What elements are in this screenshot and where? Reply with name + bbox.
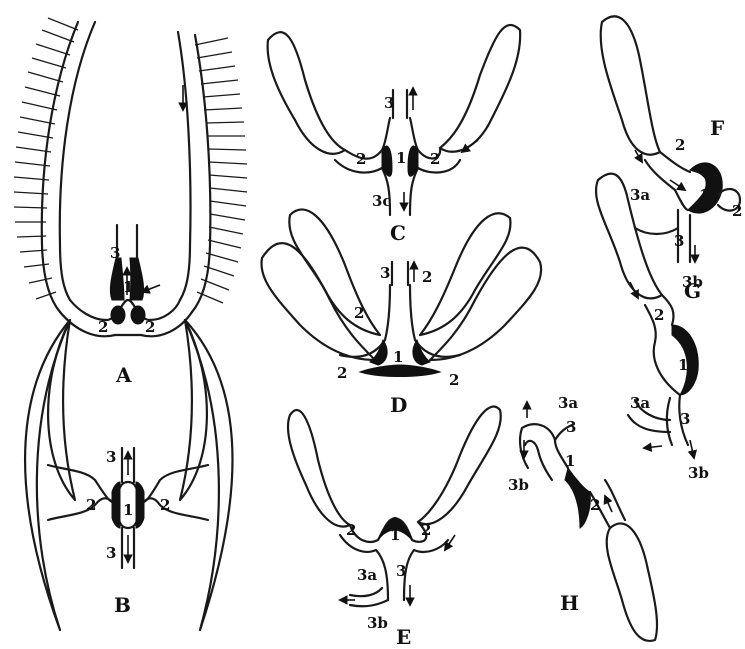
fig-h-label-3a: 3a [558, 394, 578, 412]
fig-b-label-2-right: 2 [160, 496, 170, 514]
fig-g-caption: G [684, 279, 701, 303]
fig-c-label-3c: 3c [372, 192, 392, 210]
fig-f-label-1: 1 [699, 186, 709, 204]
fig-c-caption: C [390, 221, 406, 245]
fig-c-label-1: 1 [396, 149, 406, 167]
fig-b-label-3-bottom: 3 [106, 544, 116, 562]
fig-h-label-3: 3 [566, 418, 576, 436]
fig-h-label-2: 2 [590, 496, 600, 514]
fig-f-label-2-upper: 2 [675, 136, 685, 154]
fig-c-label-3: 3 [384, 94, 394, 112]
fig-b-caption: B [114, 593, 131, 617]
figure-h [520, 402, 657, 641]
fig-g-label-1: 1 [678, 356, 688, 374]
fig-d-label-1: 1 [393, 348, 403, 366]
fig-c-label-2-right: 2 [430, 150, 440, 168]
fig-a-caption: A [115, 363, 132, 387]
fig-d-label-2-upper-left: 2 [354, 304, 364, 322]
fig-g-label-3: 3 [680, 410, 690, 428]
fig-a-label-1: 1 [123, 278, 133, 296]
fig-e-label-2-right: 2 [421, 521, 431, 539]
fig-f-label-3: 3 [674, 232, 684, 250]
fig-a-label-2-right: 2 [145, 318, 155, 336]
fig-d-label-2-lower-left: 2 [337, 364, 347, 382]
fig-f-caption: F [710, 116, 724, 140]
fig-e-label-1: 1 [390, 526, 400, 544]
fig-h-label-3b: 3b [508, 476, 529, 494]
fig-g-label-2: 2 [654, 306, 664, 324]
fig-d-label-3: 3 [380, 264, 390, 282]
fig-b-label-1: 1 [123, 501, 133, 519]
fig-f-label-3a: 3a [630, 186, 650, 204]
fig-b-label-2-left: 2 [86, 496, 96, 514]
fig-a-label-2-left: 2 [98, 318, 108, 336]
fig-c-label-2-left: 2 [356, 150, 366, 168]
fig-e-label-2-left: 2 [346, 521, 356, 539]
fig-d-caption: D [390, 393, 407, 417]
fig-h-caption: H [560, 591, 579, 615]
fig-e-label-3a: 3a [357, 566, 377, 584]
fig-g-label-3a: 3a [630, 394, 650, 412]
figure-c [268, 25, 521, 215]
fig-g-label-3b: 3b [688, 464, 709, 482]
fig-f-label-2-right: 2 [732, 202, 742, 220]
fig-e-label-3: 3 [396, 562, 406, 580]
fig-d-label-2-lower-right: 2 [449, 371, 459, 389]
fig-e-caption: E [396, 625, 411, 649]
fig-d-label-2-upper-right: 2 [422, 268, 432, 286]
fig-b-label-3-top: 3 [106, 448, 116, 466]
fig-e-label-3b: 3b [367, 614, 388, 632]
figure-e [288, 407, 501, 607]
fig-h-label-1: 1 [565, 452, 575, 470]
fig-a-label-3: 3 [110, 244, 120, 262]
